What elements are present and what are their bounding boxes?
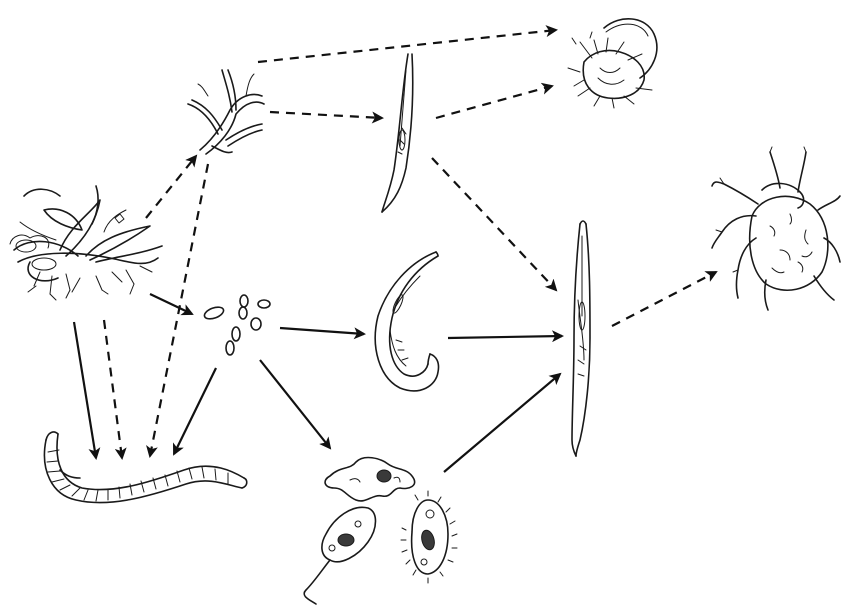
fungal-hyphae-icon <box>188 70 264 154</box>
plant-litter-icon <box>10 186 162 300</box>
arrow-predatory-nematode-to-mite <box>612 272 716 326</box>
arrow-curled-nematode-to-predatory-nematode <box>448 336 562 338</box>
curled-nematode-icon <box>375 252 438 391</box>
predatory-nematode-icon <box>572 221 590 456</box>
earthworm-icon <box>44 432 246 503</box>
arrow-fungi-to-earthworm <box>150 164 208 456</box>
springtail-icon <box>568 19 657 108</box>
trophic-arrows <box>74 30 716 472</box>
arrow-plant-to-earthworm-dashed <box>104 320 122 458</box>
arrow-plant-to-bacteria <box>150 294 192 314</box>
arrow-bacteria-to-curled-nematode <box>280 328 364 334</box>
arrow-plant-to-fungi <box>146 156 196 218</box>
arrow-nematode-to-springtail <box>436 86 552 118</box>
arrow-bacteria-to-protozoa <box>260 360 330 448</box>
arrow-bacteria-to-earthworm <box>174 368 216 454</box>
nematode-icon <box>382 54 413 212</box>
arrow-fungi-to-nematode <box>270 112 382 118</box>
bacteria-cells-icon <box>203 295 270 355</box>
arrow-protozoa-to-predatory-nematode <box>444 374 560 472</box>
mite-icon <box>712 147 840 310</box>
arrow-nematode-to-predatory-nematode <box>432 158 556 290</box>
arrow-plant-to-earthworm-solid <box>74 322 96 458</box>
protozoa-icon <box>304 458 457 604</box>
